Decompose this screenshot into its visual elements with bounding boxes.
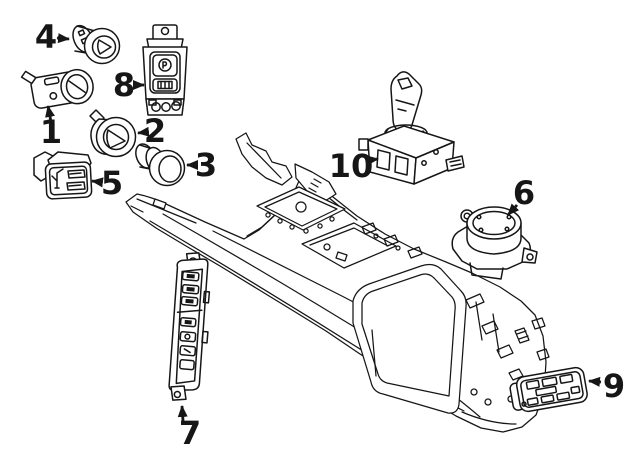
callout-3[interactable]: 3 bbox=[186, 146, 217, 184]
part-3-lighter-plug-drawing bbox=[135, 143, 186, 187]
callout-1-label: 1 bbox=[40, 113, 62, 151]
callout-6-label: 6 bbox=[513, 174, 535, 212]
part-8-parking-brake-switch-drawing bbox=[142, 24, 188, 116]
callout-2-arrow bbox=[137, 126, 150, 137]
part-7-switch-panel-drawing bbox=[168, 252, 211, 401]
callout-10-label: 10 bbox=[329, 147, 374, 185]
part-9-rear-climate-panel-drawing bbox=[509, 366, 588, 413]
part-10-gear-selector-drawing bbox=[358, 71, 465, 185]
callout-6[interactable]: 6 bbox=[506, 174, 535, 216]
callout-4-arrow bbox=[56, 33, 70, 44]
callout-1-arrow bbox=[45, 105, 55, 123]
callout-9-label: 9 bbox=[603, 367, 625, 405]
callout-5-arrow bbox=[91, 177, 104, 188]
part-1-power-socket-drawing bbox=[20, 68, 94, 109]
callout-9-arrow bbox=[588, 376, 602, 387]
callout-7[interactable]: 7 bbox=[177, 405, 201, 452]
part-4-lighter-element-drawing bbox=[72, 24, 121, 65]
part-2-socket-housing-drawing bbox=[89, 109, 137, 158]
center-console-drawing bbox=[125, 132, 550, 433]
callout-5-label: 5 bbox=[101, 164, 123, 202]
callout-9[interactable]: 9 bbox=[588, 367, 625, 405]
part-6-controller-knob-drawing bbox=[451, 206, 538, 280]
callout-2-label: 2 bbox=[144, 112, 166, 150]
callout-1[interactable]: 1 bbox=[40, 105, 62, 151]
callout-4[interactable]: 4 bbox=[35, 18, 70, 56]
callout-3-label: 3 bbox=[195, 146, 217, 184]
callout-7-label: 7 bbox=[179, 414, 201, 452]
callout-8[interactable]: 8 bbox=[113, 66, 145, 104]
callout-10[interactable]: 10 bbox=[329, 147, 379, 185]
callout-5[interactable]: 5 bbox=[91, 164, 123, 202]
callout-2[interactable]: 2 bbox=[137, 112, 166, 150]
callout-7-arrow bbox=[177, 405, 188, 422]
callout-4-label: 4 bbox=[35, 18, 57, 56]
part-5-usb-port-drawing bbox=[33, 151, 93, 200]
callout-8-label: 8 bbox=[113, 66, 135, 104]
callout-6-arrow bbox=[506, 203, 520, 216]
callout-10-arrow bbox=[366, 155, 379, 166]
